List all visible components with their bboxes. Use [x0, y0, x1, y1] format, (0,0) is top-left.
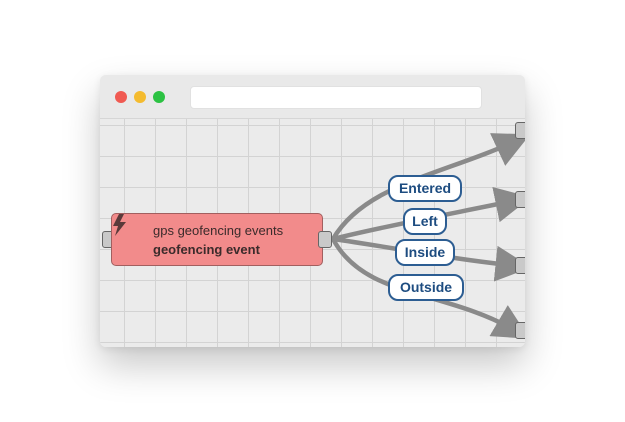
minimize-window-button[interactable] [134, 91, 146, 103]
flow-canvas[interactable]: gps geofencing events geofencing event E… [100, 119, 525, 347]
output-label-outside[interactable]: Outside [388, 274, 464, 301]
output-label-inside[interactable]: Inside [395, 239, 455, 266]
maximize-window-button[interactable] [153, 91, 165, 103]
node-output-port[interactable] [318, 231, 332, 248]
node-subtitle: geofencing event [153, 242, 260, 257]
address-bar[interactable] [190, 86, 482, 109]
title-bar [100, 75, 525, 119]
node-title: gps geofencing events [153, 223, 284, 238]
geofencing-event-node[interactable]: gps geofencing events geofencing event [111, 213, 323, 266]
close-window-button[interactable] [115, 91, 127, 103]
output-label-entered[interactable]: Entered [388, 175, 462, 202]
target-port-entered[interactable] [515, 122, 525, 139]
target-port-outside[interactable] [515, 322, 525, 339]
browser-window: gps geofencing events geofencing event E… [100, 75, 525, 347]
target-port-left[interactable] [515, 191, 525, 208]
target-port-inside[interactable] [515, 257, 525, 274]
lightning-bolt-icon [113, 214, 126, 236]
output-label-left[interactable]: Left [403, 208, 447, 235]
